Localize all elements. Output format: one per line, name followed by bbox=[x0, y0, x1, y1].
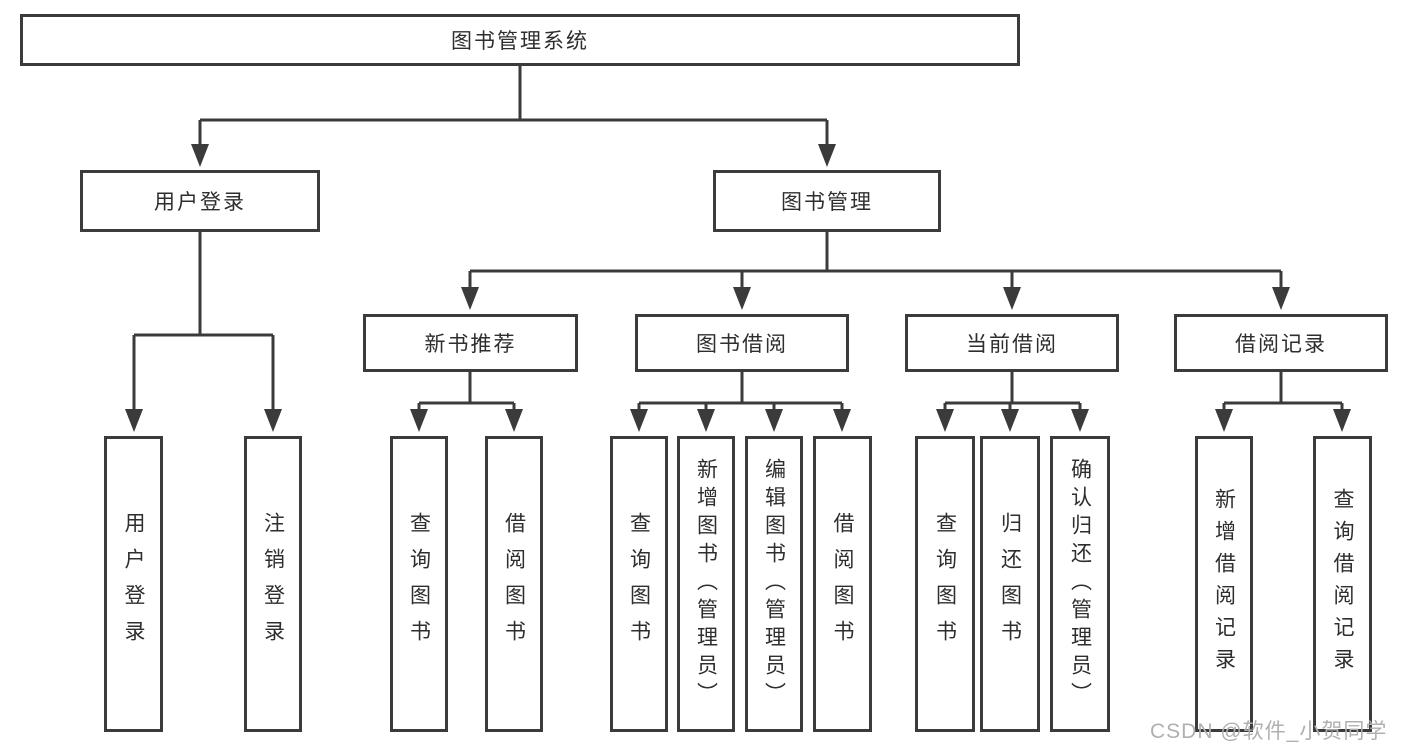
node-label: 当前借阅 bbox=[966, 333, 1058, 356]
arrowhead bbox=[936, 409, 954, 432]
node-new-book-recommend: 新书推荐 bbox=[363, 314, 578, 372]
node-label: 查询图书 bbox=[627, 512, 651, 656]
arrowheads bbox=[125, 144, 1351, 432]
leaf-recommend-borrow-books: 借阅图书 bbox=[485, 436, 543, 732]
leaf-borrow-query-books: 查询图书 bbox=[610, 436, 668, 732]
arrowhead bbox=[1001, 409, 1019, 432]
node-label: 图书管理系统 bbox=[451, 30, 589, 53]
node-label: 新增图书（管理员） bbox=[694, 458, 718, 710]
leaf-return-books: 归还图书 bbox=[980, 436, 1040, 732]
leaf-current-query-books: 查询图书 bbox=[915, 436, 975, 732]
node-book-borrow: 图书借阅 bbox=[635, 314, 849, 372]
connector-user-login-children bbox=[132, 232, 275, 415]
arrowhead bbox=[1071, 409, 1089, 432]
node-label: 查询图书 bbox=[933, 512, 957, 656]
node-label: 新增借阅记录 bbox=[1212, 488, 1236, 680]
node-library-management-system: 图书管理系统 bbox=[20, 14, 1020, 66]
node-user-login: 用户登录 bbox=[80, 170, 320, 232]
node-label: 归还图书 bbox=[998, 512, 1022, 656]
connector-root-to-level2 bbox=[198, 66, 829, 150]
arrowhead bbox=[1215, 409, 1233, 432]
leaf-logout: 注销登录 bbox=[244, 436, 302, 732]
node-label: 查询借阅记录 bbox=[1331, 488, 1354, 680]
arrowhead bbox=[818, 144, 836, 167]
leaf-recommend-query-books: 查询图书 bbox=[390, 436, 448, 732]
arrowhead bbox=[264, 409, 282, 432]
node-label: 查询图书 bbox=[407, 512, 431, 656]
leaf-confirm-return-admin: 确认归还（管理员） bbox=[1050, 436, 1110, 732]
node-book-management: 图书管理 bbox=[713, 170, 941, 232]
arrowhead bbox=[765, 409, 783, 432]
connector-book-borrow-children bbox=[637, 372, 844, 416]
arrowhead bbox=[697, 409, 715, 432]
leaf-add-borrow-record: 新增借阅记录 bbox=[1195, 436, 1253, 732]
leaf-borrow-books: 借阅图书 bbox=[813, 436, 872, 732]
arrowhead bbox=[410, 409, 428, 432]
leaf-edit-books-admin: 编辑图书（管理员） bbox=[745, 436, 803, 732]
arrowhead bbox=[1272, 287, 1290, 310]
node-label: 借阅图书 bbox=[831, 512, 854, 656]
connector-borrow-records-children bbox=[1222, 372, 1344, 416]
node-label: 新书推荐 bbox=[424, 333, 517, 356]
arrowhead bbox=[733, 287, 751, 310]
connector-book-mgmt-children bbox=[468, 232, 1283, 292]
node-label: 图书管理 bbox=[781, 191, 873, 214]
arrowhead bbox=[630, 409, 648, 432]
leaf-user-login: 用户登录 bbox=[104, 436, 163, 732]
arrowhead bbox=[125, 409, 143, 432]
node-label: 用户登录 bbox=[122, 512, 145, 656]
arrowhead bbox=[1333, 409, 1351, 432]
arrowhead bbox=[1003, 287, 1021, 310]
node-label: 注销登录 bbox=[261, 512, 285, 656]
node-borrow-records: 借阅记录 bbox=[1174, 314, 1388, 372]
node-label: 图书借阅 bbox=[696, 333, 788, 356]
leaf-query-borrow-record: 查询借阅记录 bbox=[1313, 436, 1372, 732]
leaf-add-books-admin: 新增图书（管理员） bbox=[677, 436, 735, 732]
connector-new-book-children bbox=[417, 372, 516, 416]
node-label: 编辑图书（管理员） bbox=[762, 458, 786, 710]
node-label: 确认归还（管理员） bbox=[1068, 458, 1092, 710]
arrowhead bbox=[833, 409, 851, 432]
node-label: 借阅图书 bbox=[502, 512, 526, 656]
arrowhead bbox=[505, 409, 523, 432]
watermark-text: CSDN @软件_小贺同学 bbox=[1150, 720, 1388, 743]
node-label: 借阅记录 bbox=[1235, 333, 1327, 356]
arrowhead bbox=[461, 287, 479, 310]
arrowhead bbox=[191, 144, 209, 167]
node-current-borrow: 当前借阅 bbox=[905, 314, 1119, 372]
node-label: 用户登录 bbox=[154, 191, 246, 214]
